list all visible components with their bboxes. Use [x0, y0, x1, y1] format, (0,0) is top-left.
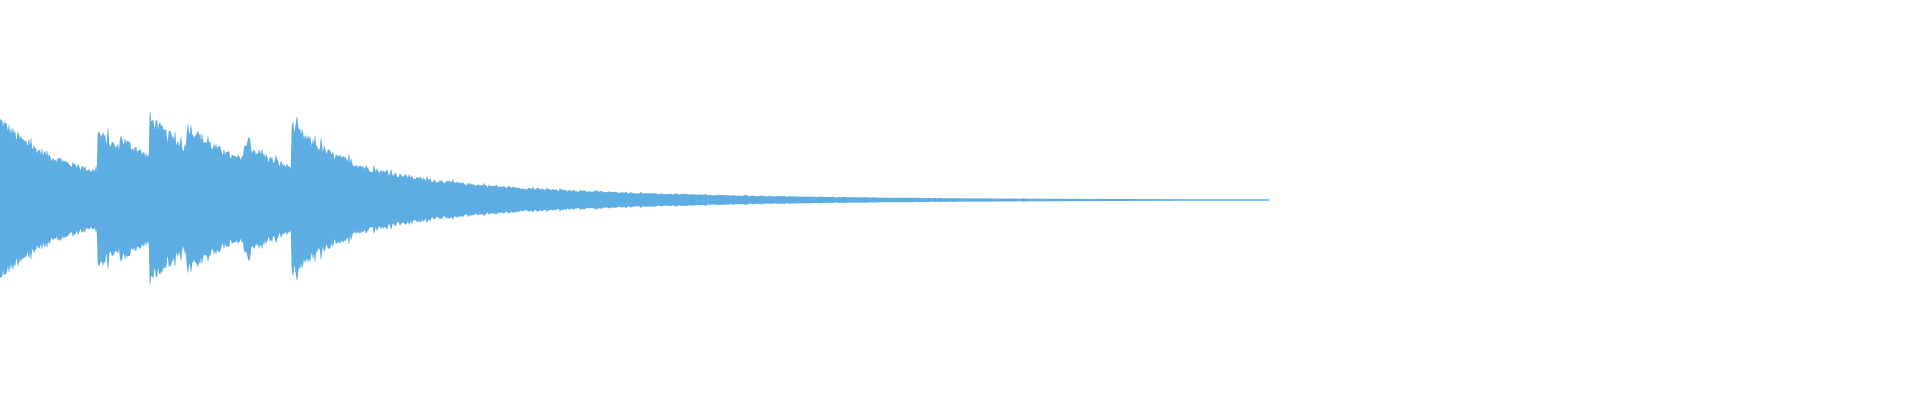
- waveform-envelope: [0, 112, 1270, 285]
